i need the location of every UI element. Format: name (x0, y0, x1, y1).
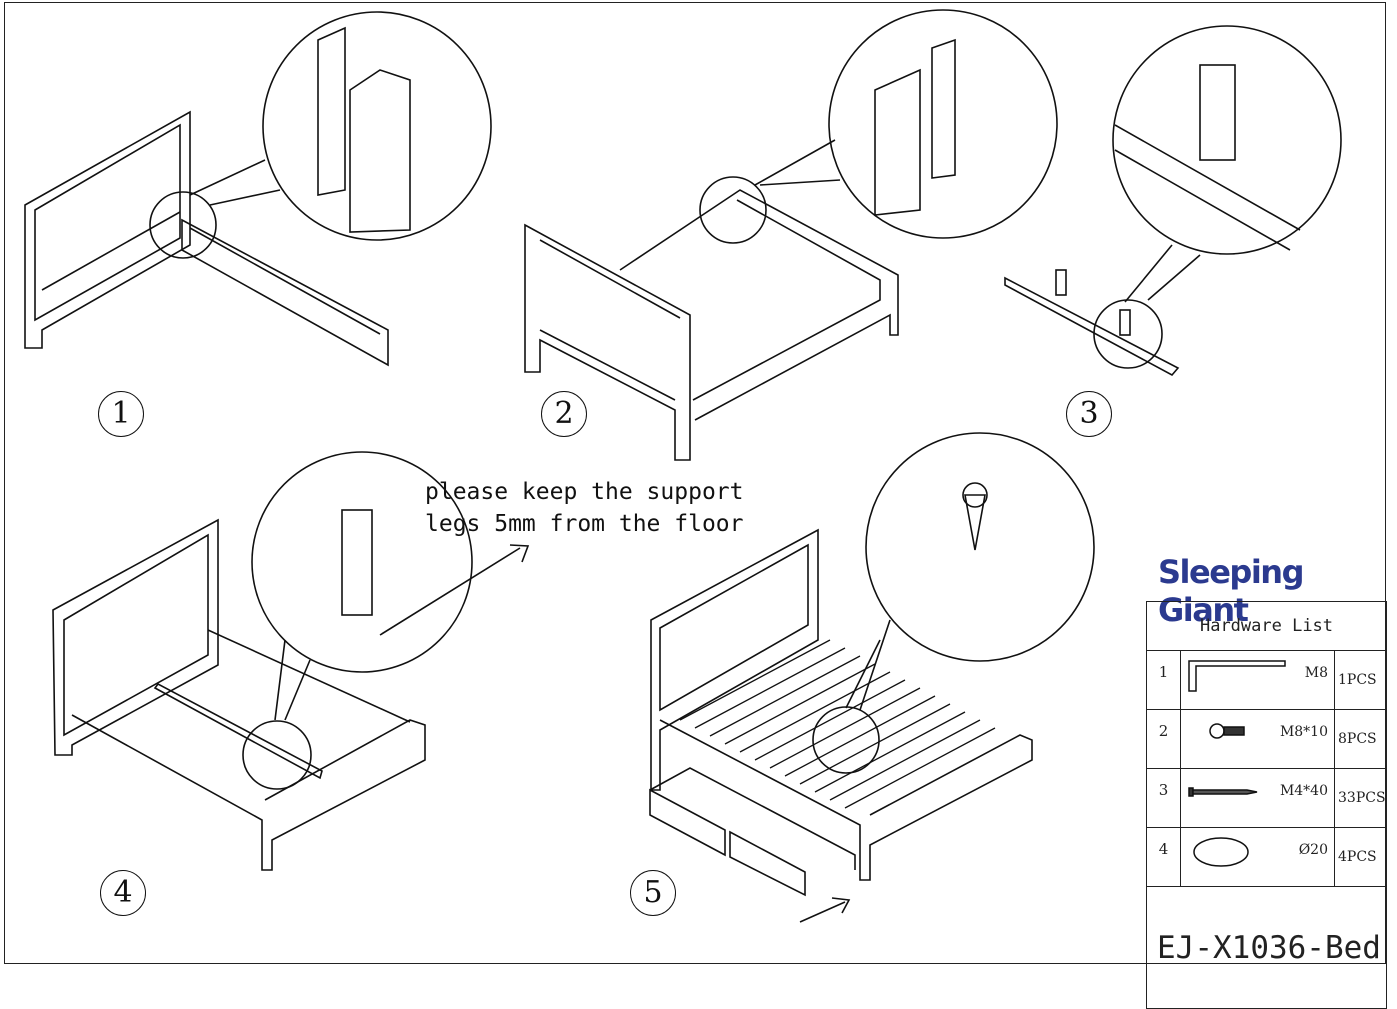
hardware-list-table: Hardware List 1 M8 1PCS 2 M8*10 8PCS 3 M… (1146, 601, 1387, 1009)
item-number: 2 (1146, 709, 1181, 769)
item-qty: 8PCS (1334, 709, 1387, 769)
item-spec: M4*40 (1279, 783, 1328, 799)
item-spec: Ø20 (1298, 842, 1328, 858)
item-spec: M8 (1304, 665, 1328, 681)
allen-key-icon (1188, 660, 1286, 692)
step-number-1: 1 (98, 391, 144, 437)
support-leg-note: please keep the support legs 5mm from the… (425, 476, 744, 540)
step-number-2: 2 (541, 391, 587, 437)
bolt-icon (1209, 723, 1245, 739)
item-number: 1 (1146, 650, 1181, 710)
step3-support-leg-drawing (1004, 25, 1342, 377)
step-number-3: 3 (1066, 391, 1112, 437)
item-qty: 1PCS (1334, 650, 1387, 710)
item-spec: M8*10 (1279, 724, 1328, 740)
step-number-5: 5 (630, 870, 676, 916)
table-row: 3 M4*40 33PCS (1146, 768, 1387, 828)
step1-headboard-rail-drawing (24, 11, 492, 367)
item-number: 3 (1146, 768, 1181, 828)
page-border (4, 2, 1386, 964)
note-line-1: please keep the support (425, 479, 744, 505)
model-number: EJ-X1036-Bed (1146, 886, 1387, 1009)
assembly-illustrations (24, 9, 1342, 923)
step4-frame-legs-drawing (52, 451, 530, 871)
note-line-2: legs 5mm from the floor (425, 511, 744, 537)
step5-slats-drawers-drawing (649, 432, 1095, 923)
item-number: 4 (1146, 827, 1181, 887)
table-row: 1 M8 1PCS (1146, 650, 1387, 710)
screw-icon (1188, 787, 1258, 797)
table-row: 2 M8*10 8PCS (1146, 709, 1387, 769)
felt-pad-icon (1193, 837, 1249, 867)
item-qty: 4PCS (1334, 827, 1387, 887)
table-row: 4 Ø20 4PCS (1146, 827, 1387, 887)
step-number-4: 4 (100, 870, 146, 916)
item-qty: 33PCS (1334, 768, 1387, 828)
step2-frame-drawing (524, 9, 1058, 461)
hardware-list-title: Hardware List (1146, 601, 1387, 651)
